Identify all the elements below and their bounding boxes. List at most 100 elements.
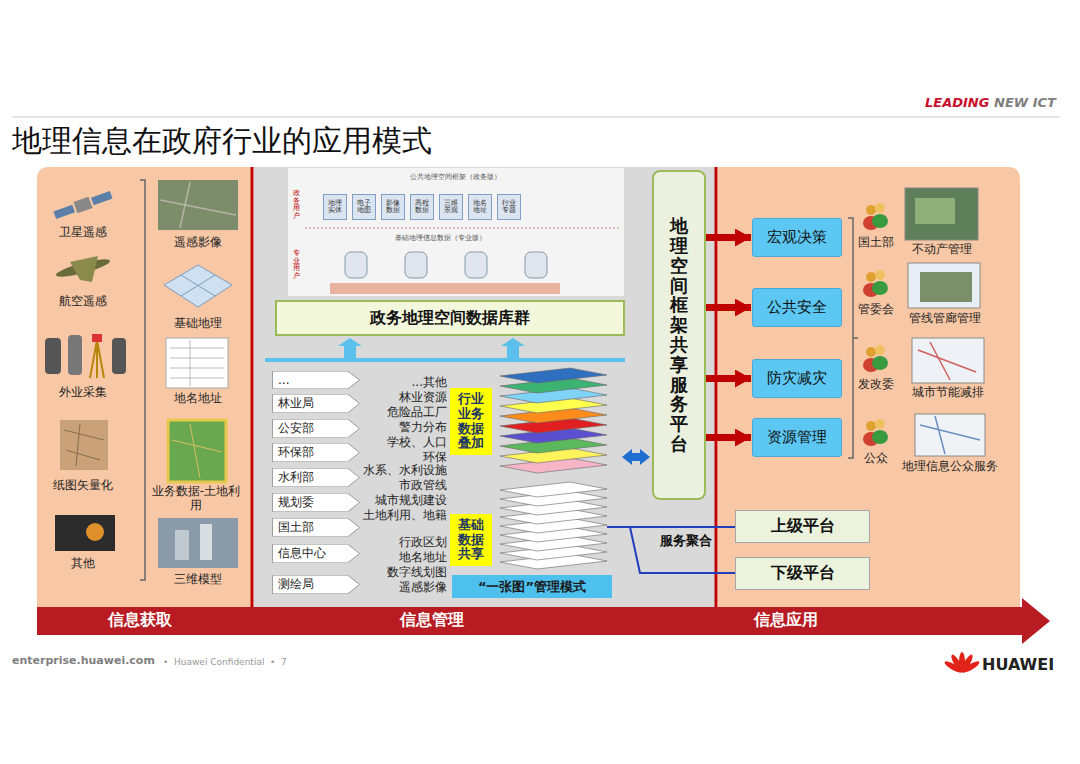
node-text: 上级平台 bbox=[771, 516, 835, 537]
tripod-icon bbox=[92, 334, 102, 342]
arrow-outline bbox=[272, 419, 359, 438]
text-label: 基础地理信息数据（专业版） bbox=[395, 234, 486, 242]
flow-bar bbox=[37, 598, 1050, 644]
text-label: 管线管廊管理 bbox=[909, 312, 981, 326]
double-arrow bbox=[622, 449, 650, 465]
node-text: 影像数据 bbox=[383, 200, 403, 215]
node-text: 地理实体 bbox=[325, 200, 345, 215]
bracket bbox=[140, 180, 145, 580]
node-text: 下级平台 bbox=[771, 563, 835, 584]
screenshot bbox=[912, 338, 984, 383]
text-label: NEW ICT bbox=[994, 96, 1056, 111]
application-box: 防灾减灾 bbox=[752, 359, 842, 398]
department-arrow: 测绘局 bbox=[272, 575, 360, 594]
person-icon bbox=[875, 419, 885, 429]
panel-divider bbox=[715, 167, 718, 607]
plane-icon bbox=[70, 256, 98, 282]
text-label: 其他 bbox=[71, 557, 95, 571]
node-text: 宏观决策 bbox=[767, 228, 827, 247]
text-label: 纸图矢量化 bbox=[53, 479, 113, 493]
manage-panel bbox=[254, 167, 716, 607]
screenshot bbox=[915, 198, 955, 224]
node-text: 信息中心 bbox=[278, 545, 326, 562]
application-box: 公共安全 bbox=[752, 288, 842, 327]
person-icon bbox=[872, 430, 888, 444]
text-label: 国土部 bbox=[858, 236, 894, 250]
department-arrow: 林业局 bbox=[272, 394, 360, 413]
other-icon bbox=[55, 515, 115, 551]
node-text: 环保部 bbox=[278, 444, 314, 461]
text-label: 管委会 bbox=[858, 303, 894, 317]
person-icon bbox=[866, 272, 876, 282]
screenshot bbox=[918, 342, 976, 380]
vertical-label: 专业用户 bbox=[293, 250, 300, 281]
node-text: 地名地址 bbox=[470, 200, 490, 215]
text-label: 水系、水利设施 bbox=[363, 464, 447, 478]
flow-arrow bbox=[706, 375, 751, 382]
text-label: 信息获取 bbox=[108, 611, 172, 629]
node-text: 公安部 bbox=[278, 420, 314, 437]
mini-layer-box: 地理实体 bbox=[323, 194, 347, 220]
satellite-icon bbox=[53, 205, 75, 219]
node-text: 电子地图 bbox=[354, 200, 374, 215]
person-icon bbox=[875, 345, 885, 355]
text-label: 行政区划 bbox=[399, 536, 447, 550]
text-label: Huawei Confidential bbox=[174, 657, 264, 667]
text-label: 市政管线 bbox=[399, 479, 447, 493]
mini-layer-box: 行业专题 bbox=[497, 194, 521, 220]
tripod-icon bbox=[90, 340, 104, 378]
text-label: 外业采集 bbox=[59, 386, 107, 400]
text-label: 城市规划建设 bbox=[375, 494, 447, 508]
arrow-outline bbox=[272, 493, 359, 512]
node-text: 资源管理 bbox=[767, 428, 827, 447]
person-icon bbox=[866, 421, 876, 431]
application-box: 资源管理 bbox=[752, 418, 842, 457]
text-label: HUAWEI bbox=[982, 656, 1054, 674]
platform-level-box: 上级平台 bbox=[735, 510, 870, 543]
screenshot bbox=[915, 414, 985, 456]
text-label: LEADING bbox=[925, 96, 989, 111]
model-thumb bbox=[200, 524, 212, 560]
text-label: 遥感影像 bbox=[399, 581, 447, 595]
person-icon bbox=[872, 281, 888, 295]
node-text: 政务地理空间数据库群 bbox=[370, 308, 530, 329]
arrow-outline bbox=[272, 371, 359, 389]
acquire-panel bbox=[37, 167, 251, 607]
text-label: 业务数据-土地利用 bbox=[150, 485, 242, 513]
department-arrow: ... bbox=[272, 371, 360, 389]
text-label: 公众 bbox=[864, 452, 888, 466]
node-text: 地理空间框架共享服务平台 bbox=[670, 216, 688, 454]
screenshot bbox=[905, 188, 978, 240]
person-icon bbox=[866, 347, 876, 357]
slide-title: 地理信息在政府行业的应用模式 bbox=[12, 124, 432, 159]
department-arrow: 水利部 bbox=[272, 468, 360, 487]
database-icon bbox=[405, 252, 427, 278]
text-label: 不动产管理 bbox=[912, 243, 972, 257]
node-text: 国土部 bbox=[278, 519, 314, 536]
arrow-outline bbox=[272, 518, 359, 537]
image-thumb bbox=[160, 182, 236, 228]
text-label: • bbox=[270, 657, 275, 667]
node-text: 公共安全 bbox=[767, 298, 827, 317]
text-label: 航空遥感 bbox=[59, 295, 107, 309]
bracket bbox=[848, 218, 858, 458]
up-arrow bbox=[338, 338, 362, 358]
text-label: 警力分布 bbox=[399, 421, 447, 435]
node-text: ... bbox=[278, 373, 289, 387]
landuse-thumb bbox=[168, 420, 226, 482]
text-label: 遥感影像 bbox=[174, 236, 222, 250]
base-layer bbox=[500, 482, 607, 497]
logo-petal bbox=[961, 659, 981, 674]
up-arrow bbox=[501, 338, 525, 358]
header-rule bbox=[12, 117, 1060, 118]
data-tag: 行业业务数据叠加 bbox=[450, 388, 492, 455]
grid-thumb bbox=[164, 265, 232, 307]
data-bus bbox=[265, 358, 625, 362]
text-label: 环保 bbox=[423, 451, 447, 465]
flow-arrow bbox=[706, 434, 751, 441]
arrow-outline bbox=[272, 575, 359, 594]
node-text: 防灾减灾 bbox=[767, 369, 827, 388]
vertical-label: 政务用户 bbox=[293, 190, 300, 221]
department-arrow: 规划委 bbox=[272, 493, 360, 512]
